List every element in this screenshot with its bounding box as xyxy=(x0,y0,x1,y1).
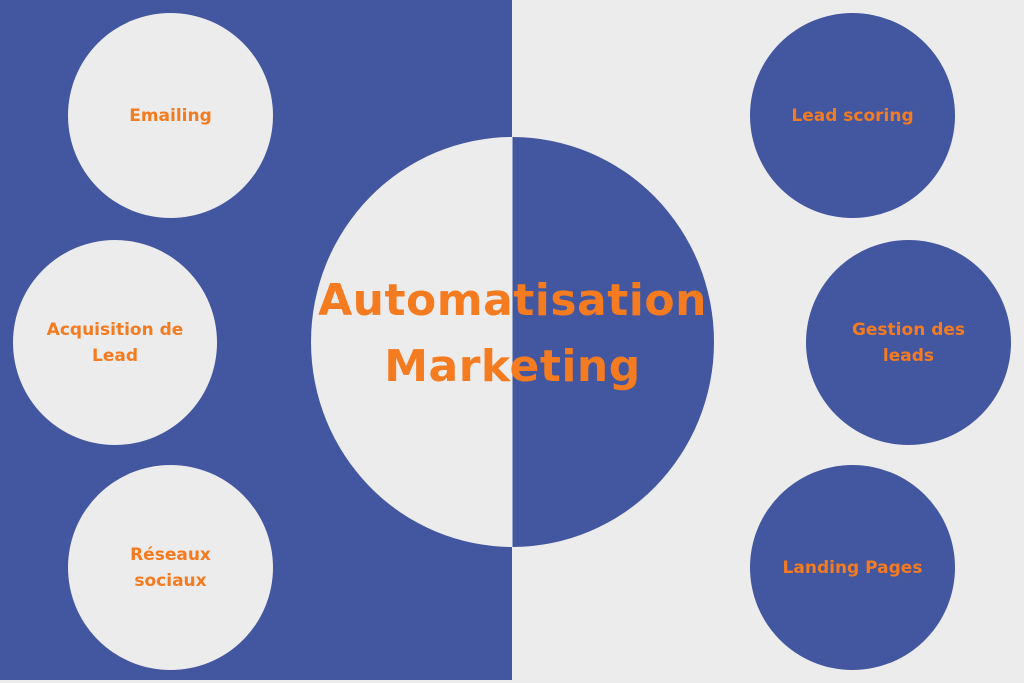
node-acquisition-de-lead: Acquisition de Lead xyxy=(13,240,217,445)
node-label: Emailing xyxy=(129,105,212,126)
node-reseaux-sociaux: Réseaux sociaux xyxy=(68,465,273,670)
node-emailing: Emailing xyxy=(68,13,273,218)
center-node-automatisation-marketing: Automatisation Marketing xyxy=(311,137,714,547)
node-label: Gestion des leads xyxy=(851,319,966,366)
node-label: Lead scoring xyxy=(791,105,914,126)
node-landing-pages: Landing Pages xyxy=(750,465,955,670)
node-label: Réseaux sociaux xyxy=(130,544,211,591)
center-title: Automatisation Marketing xyxy=(318,275,707,392)
node-lead-scoring: Lead scoring xyxy=(750,13,955,218)
node-label: Acquisition de Lead xyxy=(46,319,184,366)
node-label: Landing Pages xyxy=(782,557,923,578)
node-gestion-des-leads: Gestion des leads xyxy=(806,240,1011,445)
